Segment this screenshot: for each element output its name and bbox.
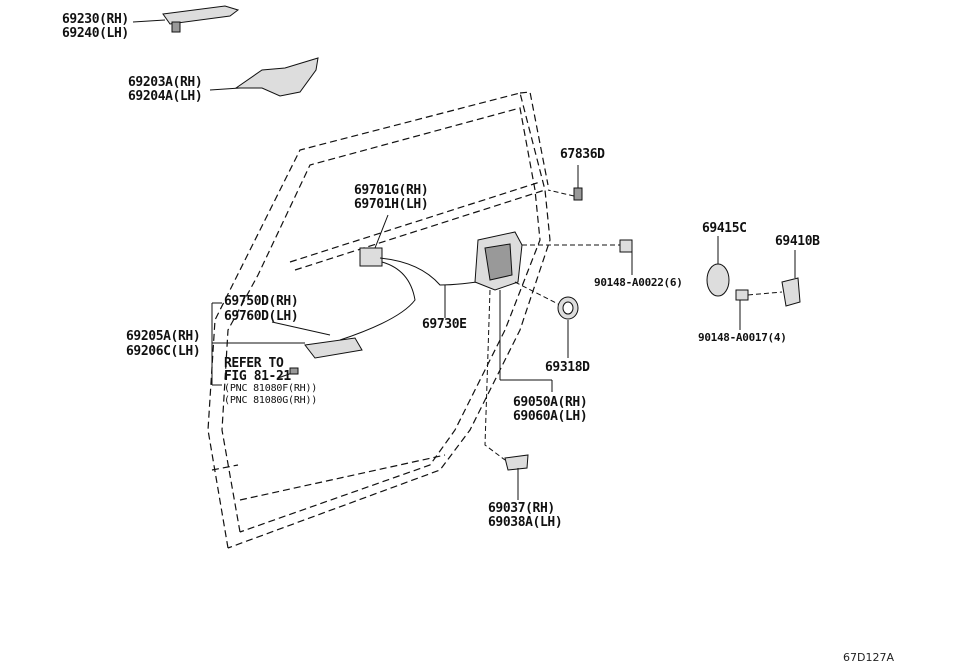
door-frame-outline-outer <box>207 92 551 549</box>
label-69730E: 69730E <box>422 317 467 332</box>
handle-frame-part <box>234 57 319 97</box>
label-90148-A0017: 90148-A0017(4) <box>698 331 787 344</box>
lock-cable-2 <box>339 261 416 341</box>
label-69415C: 69415C <box>702 221 747 236</box>
label-69701H: 69701H(LH) <box>354 197 429 212</box>
label-69050A: 69050A(RH) <box>513 395 588 410</box>
label-90148-A0022: 90148-A0022(6) <box>594 276 683 289</box>
label-69038A: 69038A(LH) <box>488 515 563 530</box>
label-69240: 69240(LH) <box>62 26 129 41</box>
label-69318D: 69318D <box>545 360 590 375</box>
label-69760D: 69760D(LH) <box>224 309 299 324</box>
figure-code: 67D127A <box>843 651 894 664</box>
clip-part <box>573 187 583 201</box>
door-belt-line <box>239 454 446 501</box>
door-frame-outline-inner <box>221 107 541 533</box>
label-67836D: 67836D <box>560 147 605 162</box>
label-69410B: 69410B <box>775 234 820 249</box>
leader-69701G <box>374 214 389 249</box>
door-lock-detail <box>484 243 513 281</box>
lower-stopper-dashed <box>484 289 506 461</box>
leader-69230 <box>132 19 166 23</box>
label-69060A: 69060A(LH) <box>513 409 588 424</box>
label-fig-ref: FIG 81-21 <box>224 369 291 384</box>
label-pnc-2: (PNC 81080G(RH)) <box>224 395 318 406</box>
lock-cable <box>379 257 491 286</box>
label-69750D: 69750D(RH) <box>224 294 299 309</box>
clip-dashed-link <box>547 189 575 197</box>
label-69206C: 69206C(LH) <box>126 344 201 359</box>
label-pnc-1: (PNC 81080F(RH)) <box>224 383 318 394</box>
leader-69203A <box>209 87 241 91</box>
striker-screw-dashed <box>747 291 783 296</box>
outside-handle-stem <box>171 21 181 33</box>
door-rear-edge <box>519 91 549 186</box>
screw-90148-17 <box>735 289 749 301</box>
outside-handle-part <box>162 5 240 25</box>
label-69204A: 69204A(LH) <box>128 89 203 104</box>
leader-69750D <box>271 321 331 336</box>
label-69203A: 69203A(RH) <box>128 75 203 90</box>
lower-stopper-part <box>504 454 529 471</box>
lock-link-part <box>359 247 383 267</box>
label-69701G: 69701G(RH) <box>354 183 429 198</box>
label-69205A: 69205A(RH) <box>126 329 201 344</box>
striker-part <box>781 277 801 307</box>
door-lower-line <box>211 464 239 471</box>
refer-part <box>289 367 299 375</box>
striker-cover-part <box>706 263 730 297</box>
label-69037: 69037(RH) <box>488 501 555 516</box>
label-69230: 69230(RH) <box>62 12 129 27</box>
inside-handle-part <box>304 337 363 359</box>
grommet-hole <box>562 301 574 315</box>
screw-90148-22 <box>619 239 633 253</box>
label-refer-to: REFER TO <box>224 356 284 371</box>
lock-grommet-dashed <box>514 281 561 306</box>
